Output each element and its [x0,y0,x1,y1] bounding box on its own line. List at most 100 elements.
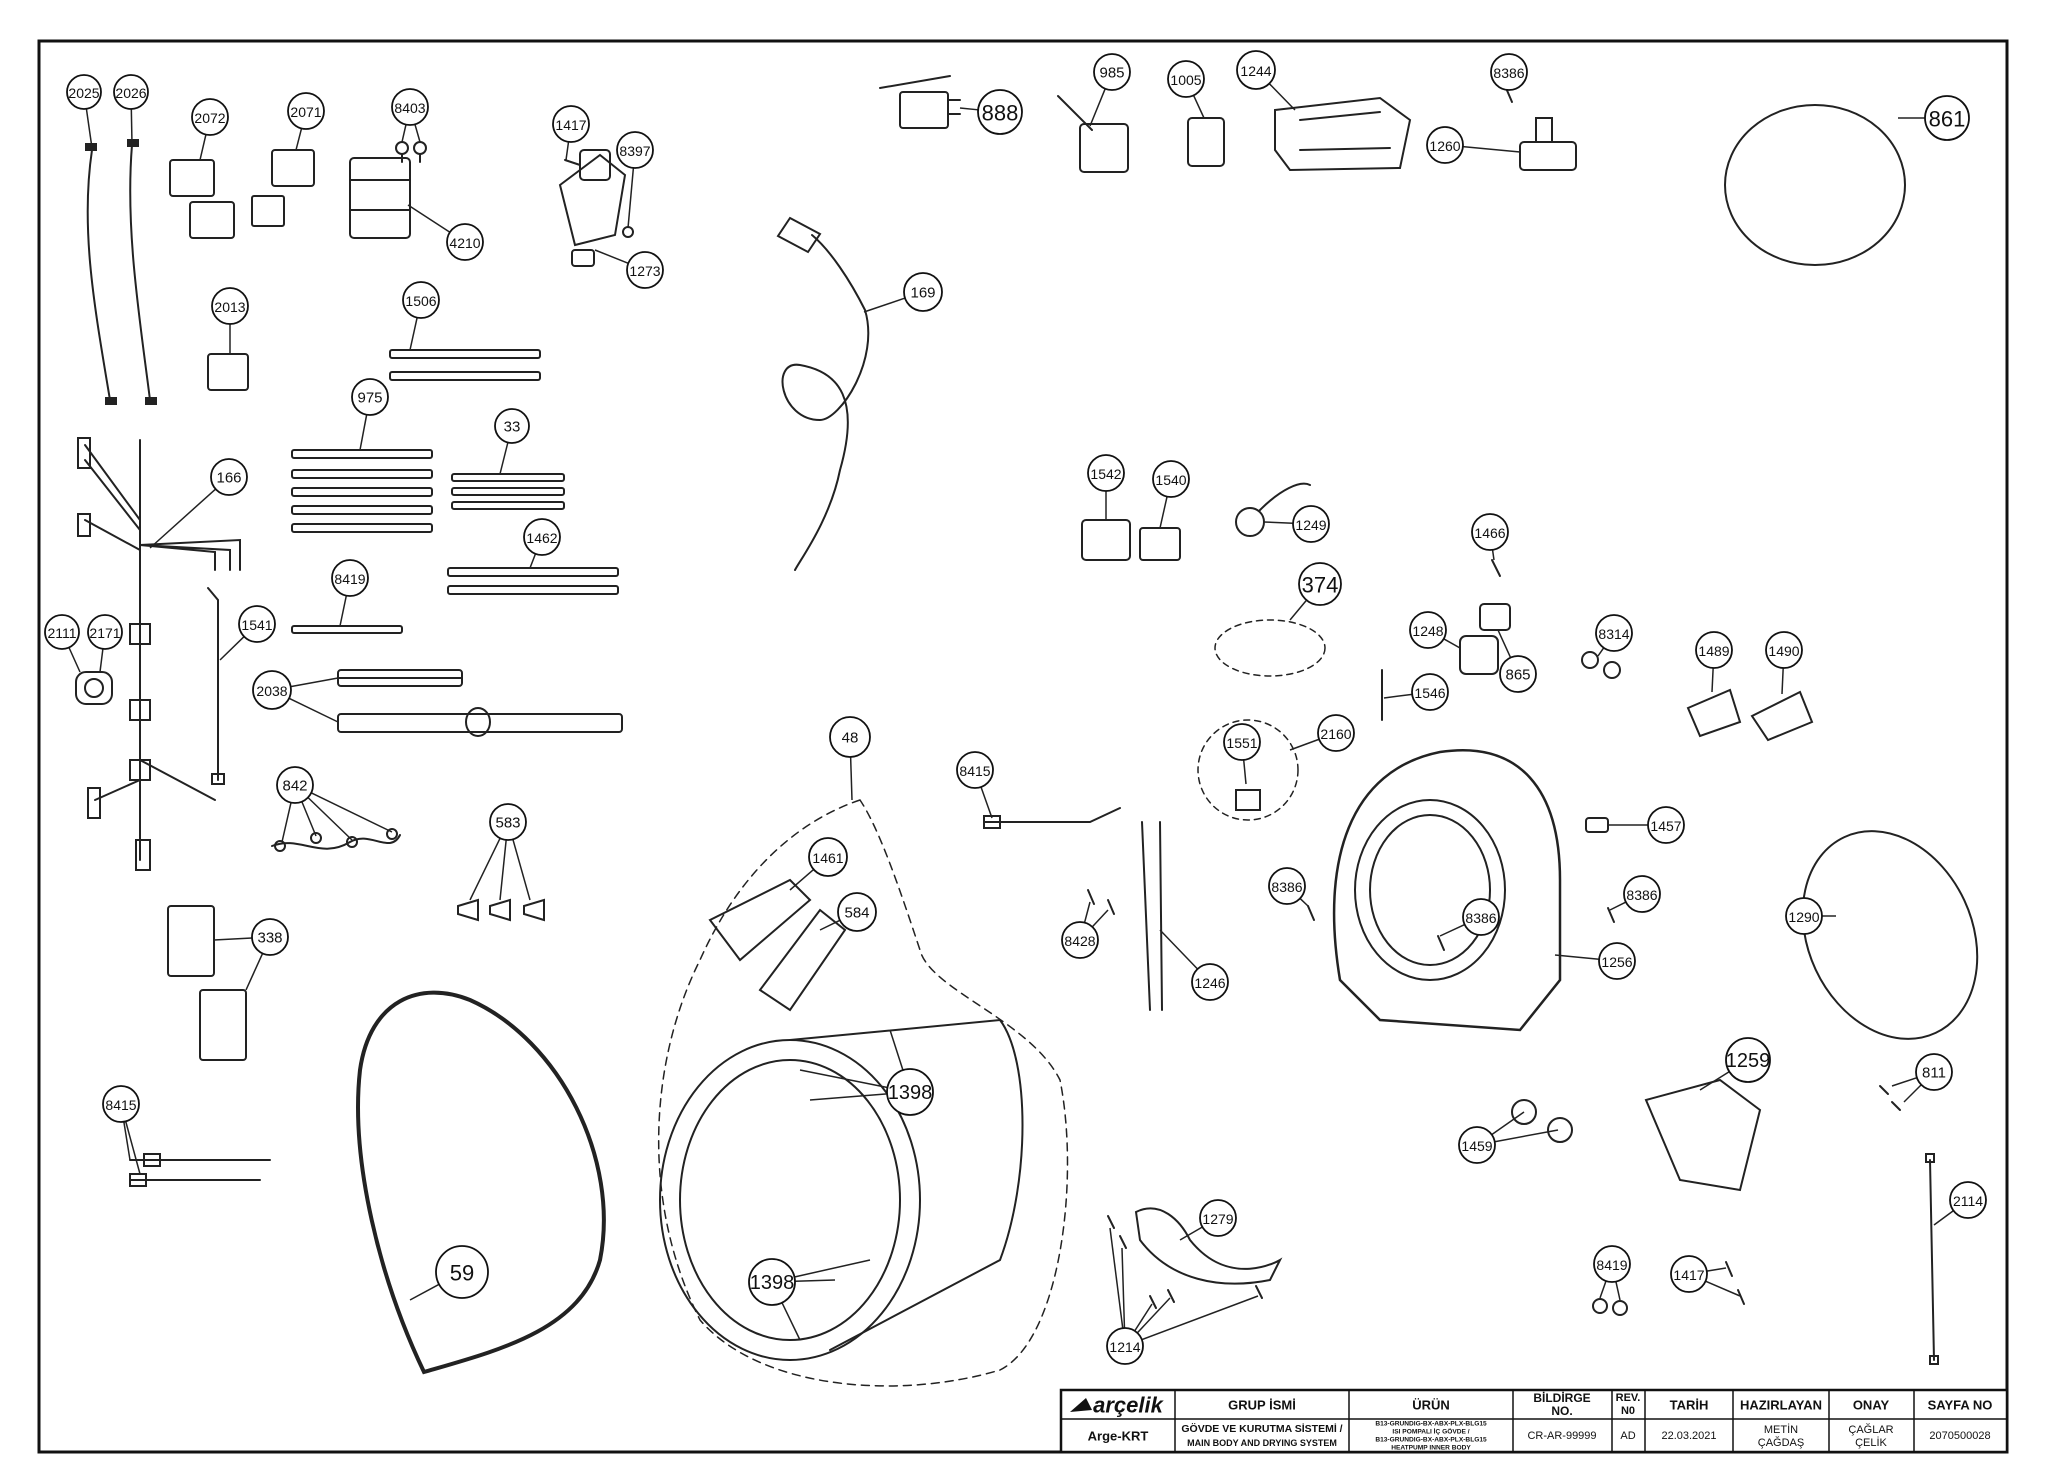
callout-circle [1915,1053,1953,1091]
callout-8415a: 8415 [102,1085,140,1123]
leader-line [288,697,339,723]
leader-line [789,868,815,891]
callout-circle [211,287,249,325]
callout-circle [1093,53,1131,91]
leader-line [469,837,501,901]
callout-2025: 2025 [66,74,102,110]
leader-line [219,636,245,661]
callout-1541: 1541 [238,605,276,643]
callout-1273: 1273 [626,251,664,289]
callout-label: 374 [1302,573,1339,598]
leader-line [149,488,217,549]
callout-2071: 2071 [287,92,325,130]
callout-circle [331,559,369,597]
callout-8386b: 8386 [1268,867,1306,905]
leader-line [1443,638,1461,649]
callout-label: 8415 [105,1097,136,1113]
arcelik-logo-mark [1070,1398,1092,1412]
callout-circle [1695,631,1733,669]
leader-line [499,839,507,901]
callout-8386c: 8386 [1462,898,1500,936]
callout-label: 2025 [68,85,99,101]
callout-label: 1398 [888,1082,933,1104]
callout-circle [616,131,654,169]
callout-59: 59 [435,1245,489,1299]
callout-label: 1246 [1194,975,1225,991]
callout-circle [66,74,102,110]
callout-1490: 1490 [1765,631,1803,669]
rev-value: AD [1620,1430,1635,1442]
header-bildirge-2: NO. [1551,1404,1572,1418]
callout-label: 1259 [1726,1050,1771,1072]
callout-861: 861 [1924,95,1970,141]
callout-label: 8314 [1598,626,1629,642]
callout-583: 583 [489,803,527,841]
callout-circle [1409,611,1447,649]
leader-line [1192,95,1205,119]
callout-33: 33 [494,408,530,444]
callout-338: 338 [251,918,289,956]
header-group: GRUP İSMİ [1228,1398,1296,1413]
leader-line [1109,1227,1124,1329]
header-rev-1: REV. [1616,1392,1641,1404]
callout-8386a: 8386 [1490,53,1528,91]
callout-circle [252,670,292,710]
callout-8415b: 8415 [956,751,994,789]
callout-circle [1499,655,1537,693]
callout-circle [1725,1037,1771,1083]
callout-circle [626,251,664,289]
callout-166: 166 [210,458,248,496]
callout-1259: 1259 [1725,1037,1771,1083]
leader-line [1263,521,1294,524]
callout-1417b: 1417 [1670,1255,1708,1293]
callout-label: 1248 [1412,623,1443,639]
callout-label: 975 [357,390,382,407]
callout-label: 1462 [526,530,557,546]
callout-label: 1542 [1090,466,1121,482]
leader-line [68,647,81,673]
callout-1546: 1546 [1411,673,1449,711]
callout-label: 1541 [241,617,272,633]
product-line-2: ISI POMPALI İÇ GÖVDE / [1392,1427,1469,1436]
callout-label: 1490 [1768,643,1799,659]
callout-169: 169 [903,272,943,312]
callout-label: 1279 [1202,1211,1233,1227]
callout-circle [210,458,248,496]
callout-label: 811 [1922,1065,1946,1082]
leader-line [1268,83,1296,111]
callout-label: 4210 [449,235,480,251]
leader-line [307,796,353,841]
callout-label: 842 [282,778,307,795]
callout-circle [1595,614,1633,652]
callout-1256: 1256 [1598,942,1636,980]
leader-line [627,167,635,229]
callout-8419b: 8419 [1593,1245,1631,1283]
leader-line [409,1283,440,1301]
callout-8386d: 8386 [1623,875,1661,913]
callout-1459: 1459 [1458,1126,1496,1164]
callout-2072: 2072 [191,98,229,136]
callout-label: 8386 [1271,879,1302,895]
callout-1506: 1506 [402,281,440,319]
callout-2114: 2114 [1949,1181,1987,1219]
drum-group-48-outline [658,799,1069,1387]
back-panel-59-drawing [356,990,606,1375]
leader-line [199,134,207,161]
callout-1462: 1462 [523,518,561,556]
callout-2038: 2038 [252,670,292,710]
callout-label: 8386 [1465,910,1496,926]
leader-line [1383,693,1413,699]
callout-label: 8386 [1493,65,1524,81]
callout-label: 8397 [619,143,650,159]
callout-584: 584 [837,892,877,932]
group-line-2: MAIN BODY AND DRYING SYSTEM [1187,1438,1337,1448]
leader-line [529,553,537,569]
callout-circle [1292,505,1330,543]
callout-circle [886,1068,934,1116]
leader-line [1491,549,1495,561]
callout-label: 8419 [1596,1257,1627,1273]
callout-1279: 1279 [1199,1199,1237,1237]
callout-label: 2071 [290,104,321,120]
callout-1214: 1214 [1106,1327,1144,1365]
callout-1540: 1540 [1152,460,1190,498]
